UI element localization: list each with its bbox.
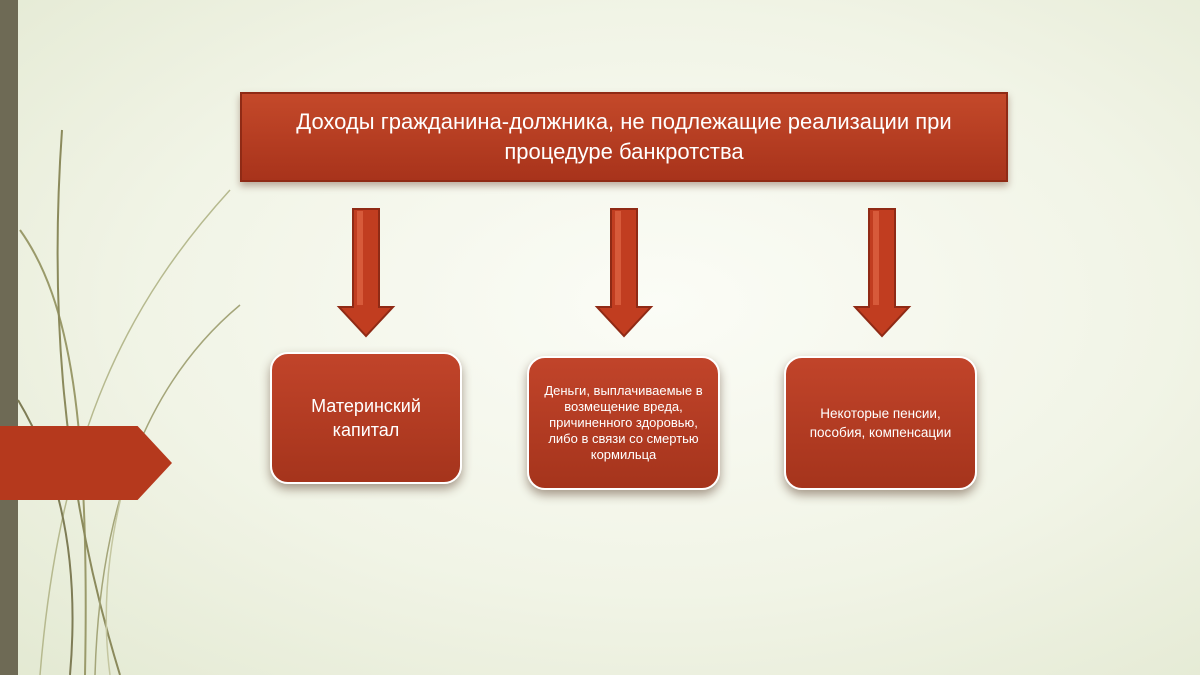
income-box-damage-compensation: Деньги, выплачиваемые в возмещение вреда… xyxy=(527,356,720,490)
diagram-title-box: Доходы гражданина-должника, не подлежащи… xyxy=(240,92,1008,182)
down-arrow-icon xyxy=(852,208,912,338)
down-arrow-icon xyxy=(594,208,654,338)
box-label: Материнский капитал xyxy=(311,396,421,440)
diagram-title: Доходы гражданина-должника, не подлежащи… xyxy=(296,109,952,164)
section-pointer-arrow xyxy=(0,426,172,500)
income-box-pensions: Некоторые пенсии, пособия, компенсации xyxy=(784,356,977,490)
income-box-maternity-capital: Материнский капитал xyxy=(270,352,462,484)
down-arrow-icon xyxy=(336,208,396,338)
box-label: Некоторые пенсии, пособия, компенсации xyxy=(809,406,952,440)
slide-side-bar xyxy=(0,0,18,675)
box-label: Деньги, выплачиваемые в возмещение вреда… xyxy=(544,383,703,462)
